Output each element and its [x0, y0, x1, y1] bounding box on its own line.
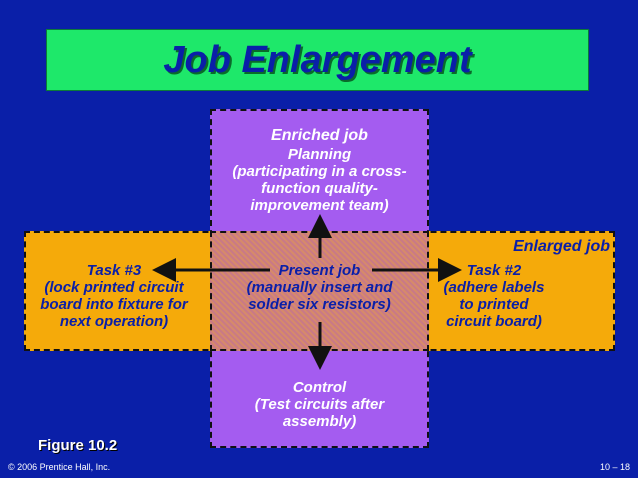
- enriched-line: improvement team): [250, 197, 389, 214]
- slide-title: Job Enlargement: [163, 38, 472, 81]
- task2-line: to printed: [459, 296, 529, 313]
- task2-line: Task #2: [466, 262, 522, 279]
- copyright-footer: © 2006 Prentice Hall, Inc.: [8, 462, 111, 472]
- present-line: solder six resistors): [248, 296, 391, 313]
- control-line: (Test circuits after: [254, 396, 385, 413]
- figure-label: Figure 10.2: [38, 437, 118, 454]
- task2-line: circuit board): [446, 313, 542, 330]
- present-line: Present job: [278, 262, 361, 279]
- title-banner: Job Enlargement: [46, 29, 589, 91]
- enriched-line: (participating in a cross-: [232, 163, 407, 180]
- task3-line: next operation): [59, 313, 169, 330]
- task3-line: board into fixture for: [40, 296, 188, 313]
- task3-text: Task #3 (lock printed circuit board into…: [28, 262, 200, 330]
- enriched-job-heading: Enriched job: [271, 127, 368, 144]
- enriched-job-text: Enriched job Planning (participating in …: [210, 127, 429, 214]
- enlarged-job-label: Enlarged job: [513, 238, 610, 255]
- task2-text: Task #2 (adhere labels to printed circui…: [424, 262, 564, 330]
- enriched-line: Planning: [287, 146, 352, 163]
- enriched-line: function quality-: [261, 180, 378, 197]
- control-line: assembly): [282, 413, 357, 430]
- task2-line: (adhere labels: [443, 279, 545, 296]
- present-line: (manually insert and: [246, 279, 393, 296]
- task3-line: (lock printed circuit: [44, 279, 184, 296]
- control-line: Control: [292, 379, 347, 396]
- page-number: 10 – 18: [599, 462, 630, 472]
- task3-line: Task #3: [86, 262, 142, 279]
- control-text: Control (Test circuits after assembly): [210, 379, 429, 430]
- present-job-text: Present job (manually insert and solder …: [210, 262, 429, 313]
